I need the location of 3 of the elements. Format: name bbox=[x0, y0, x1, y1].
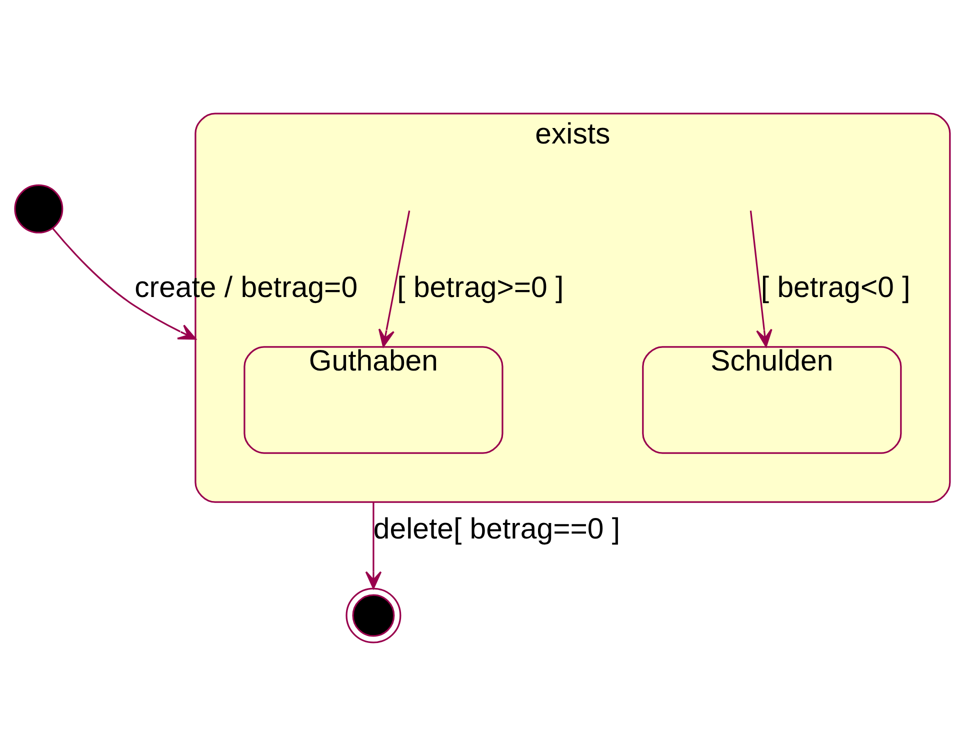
edge-label: [ betrag>=0 ] bbox=[397, 270, 564, 304]
edge-label: delete[ betrag==0 ] bbox=[373, 512, 620, 546]
edge-label: [ betrag<0 ] bbox=[760, 270, 910, 304]
